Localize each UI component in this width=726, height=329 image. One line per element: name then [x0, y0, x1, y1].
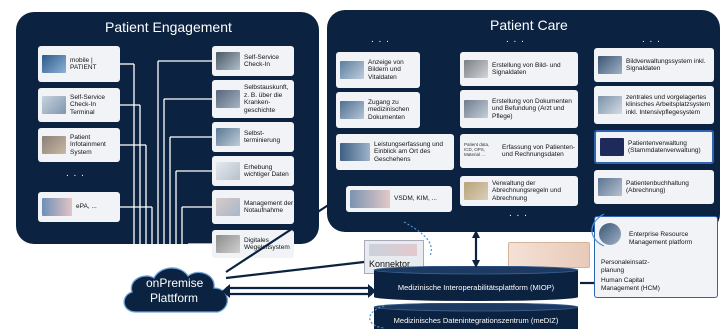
card-label: Patient Infotainment System: [70, 133, 106, 156]
erp-title: Enterprise Resource Management platform: [629, 231, 693, 246]
card-vsdm-kim[interactable]: VSDM, KIM, ...: [346, 186, 452, 212]
card-infotainment[interactable]: Patient Infotainment System: [38, 128, 120, 162]
card-self-checkin[interactable]: Self-Service Check-In: [212, 46, 294, 76]
card-mobile-patient[interactable]: mobile | PATIENT: [38, 46, 120, 82]
card-epa[interactable]: ePA, ...: [38, 192, 120, 222]
card-label: Erfassung von Patienten- und Rechnungsda…: [502, 143, 575, 159]
form-icon: [216, 162, 240, 180]
card-label: Erstellung von Bild- und Signaldaten: [492, 61, 561, 77]
card-patientenverwaltung[interactable]: Patientenverwaltung (Stammdatenverwaltun…: [594, 130, 714, 164]
billing-thumb-text: Patient data, ICD, OPS, Material ...: [464, 142, 490, 157]
archive-icon: [598, 56, 622, 74]
tablet-icon: [340, 143, 370, 161]
emergency-icon: [216, 198, 240, 216]
card-erstellung-dokumente[interactable]: Erstellung von Dokumenten und Befundung …: [460, 90, 578, 128]
card-label: Patientenverwaltung (Stammdatenverwaltun…: [628, 139, 701, 155]
card-label: Verwaltung der Abrechnungsregeln und Abr…: [492, 179, 562, 202]
card-selbstterminierung[interactable]: Selbst-terminierung: [212, 122, 294, 152]
card-label: ePA, ...: [76, 203, 97, 211]
workstation-icon: [598, 96, 622, 114]
monitor-icon: [340, 61, 364, 79]
miop-database: [373, 266, 579, 301]
card-leistungserfassung[interactable]: Leistungserfassung und Einblick am Ort d…: [336, 134, 454, 170]
billing-icon: Patient data, ICD, OPS, Material ...: [464, 142, 498, 160]
care-dots-bottom: . . .: [509, 208, 528, 219]
card-label: Management der Notaufnahme: [244, 199, 294, 215]
card-label: Anzeige von Bildern und Vitaldaten: [368, 58, 404, 81]
erp-sub2: Human Capital Management (HCM): [601, 277, 660, 292]
card-anzeige-bilder[interactable]: Anzeige von Bildern und Vitaldaten: [336, 52, 420, 88]
patient-care-title: Patient Care: [490, 17, 568, 33]
erp-icon: [599, 223, 621, 245]
miop-label: Medizinische Interoperabilitätsplattform…: [397, 283, 555, 292]
care-dots-col1: . . .: [371, 34, 390, 45]
cloud-label-line1: onPremise: [146, 276, 204, 290]
card-bildverwaltung[interactable]: Bildverwaltungssystem inkl. Signaldaten: [594, 48, 714, 82]
card-checkin-terminal[interactable]: Self-Service Check-In Terminal: [38, 88, 120, 122]
admin-icon: [600, 138, 624, 156]
signpost-icon: [216, 235, 240, 253]
card-label: Leistungserfassung und Einblick am Ort d…: [374, 140, 444, 163]
erp-sub1: Personaleinsatz-planung: [601, 259, 650, 274]
mediz-label: Medizinisches Datenintegrationszentrum (…: [393, 316, 559, 325]
history-icon: [216, 90, 240, 108]
care-dots-col3: . . .: [642, 34, 661, 45]
engagement-dots: . . .: [66, 168, 85, 179]
card-erfassung-patienten[interactable]: Patient data, ICD, OPS, Material ... Erf…: [460, 134, 578, 168]
document-icon: [340, 101, 364, 119]
card-erhebung[interactable]: Erhebung wichtiger Daten: [212, 156, 294, 186]
card-zugang-dokumente[interactable]: Zugang zu medizinischen Dokumenten: [336, 92, 420, 128]
card-notaufnahme[interactable]: Management der Notaufnahme: [212, 190, 294, 224]
card-label: Patientenbuchhaltung (Abrechnung): [626, 179, 689, 195]
card-label: Digitales Wegeleitsystem: [244, 236, 290, 252]
konnektor-label: Konnektor: [369, 259, 411, 269]
hcm-thumbnail: [508, 242, 590, 268]
card-label: Self-Service Check-In Terminal: [70, 93, 106, 116]
card-label: Erstellung von Dokumenten und Befundung …: [492, 97, 572, 120]
cloud-label-line2: Plattform: [150, 291, 199, 305]
card-label: Self-Service Check-In: [244, 53, 280, 69]
card-label: zentrales und vorgelagertes klinisches A…: [626, 93, 711, 116]
rules-icon: [464, 182, 488, 200]
checkin-icon: [216, 52, 240, 70]
card-erp-platform[interactable]: Enterprise Resource Management platform …: [594, 216, 718, 298]
card-label: VSDM, KIM, ...: [394, 195, 437, 203]
card-label: mobile | PATIENT: [70, 56, 97, 72]
konnektor-image: [369, 244, 417, 256]
card-patientenbuchhaltung[interactable]: Patientenbuchhaltung (Abrechnung): [594, 170, 714, 204]
tv-icon: [42, 136, 66, 154]
card-abrechnungsregeln[interactable]: Verwaltung der Abrechnungsregeln und Abr…: [460, 176, 578, 206]
onpremise-cloud: [123, 267, 228, 313]
accounting-icon: [598, 178, 622, 196]
card-erstellung-bild[interactable]: Erstellung von Bild- und Signaldaten: [460, 52, 578, 86]
xray-icon: [464, 60, 488, 78]
phone-icon: [42, 55, 66, 73]
care-dots-col2: . . .: [506, 34, 525, 45]
card-reader-icon: [350, 190, 390, 208]
card-selbstauskunft[interactable]: Selbstauskunft, z. B. über die Kranken-g…: [212, 80, 294, 118]
report-icon: [464, 100, 488, 118]
card-arbeitsplatzsystem[interactable]: zentrales und vorgelagertes klinisches A…: [594, 86, 714, 124]
card-label: Erhebung wichtiger Daten: [244, 163, 289, 179]
calendar-icon: [216, 128, 240, 146]
patient-engagement-title: Patient Engagement: [105, 19, 232, 35]
card-label: Bildverwaltungssystem inkl. Signaldaten: [626, 57, 706, 73]
card-label: Selbst-terminierung: [244, 129, 281, 145]
card-label: Zugang zu medizinischen Dokumenten: [368, 98, 410, 121]
card-label: Selbstauskunft, z. B. über die Kranken-g…: [244, 84, 289, 114]
card-icon: [42, 198, 72, 216]
mediz-database: [373, 303, 579, 329]
terminal-icon: [42, 96, 66, 114]
